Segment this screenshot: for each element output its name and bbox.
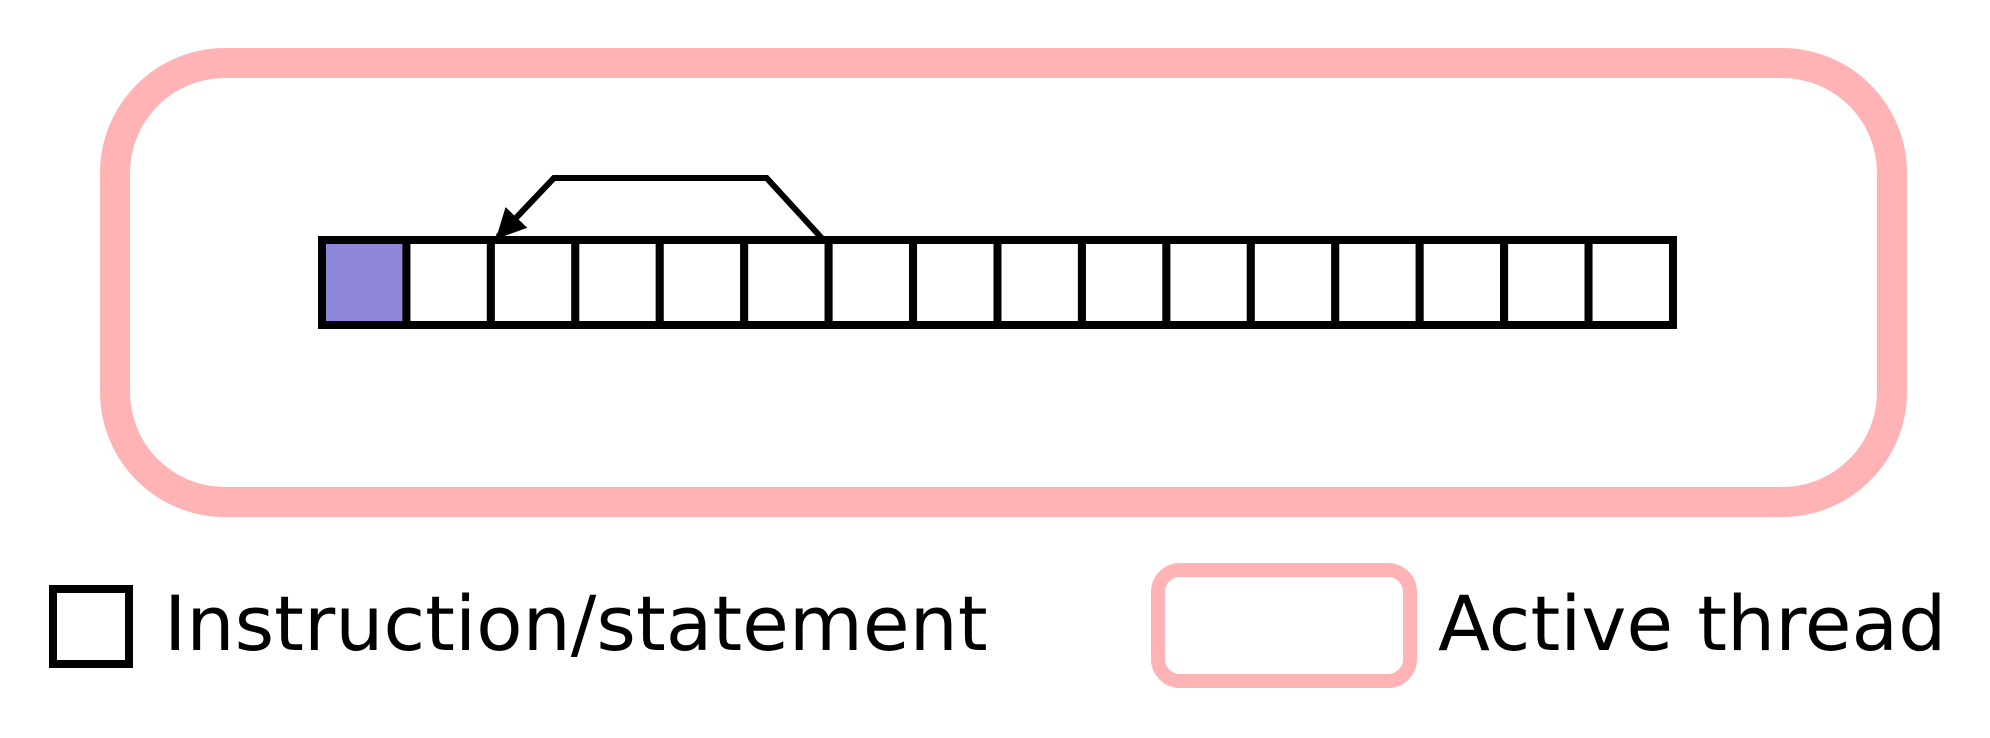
instruction-cell [486, 236, 580, 329]
instruction-cell [824, 236, 918, 329]
instruction-cell [571, 236, 664, 329]
instruction-cell [1246, 236, 1340, 329]
instruction-row [318, 236, 1677, 329]
instruction-cell [1500, 236, 1593, 329]
instruction-cell [1162, 236, 1255, 329]
instruction-cell [1415, 236, 1509, 329]
instruction-cell [1077, 236, 1171, 329]
instruction-cell [993, 236, 1086, 329]
instruction-cell [909, 236, 1002, 329]
instruction-cell [402, 236, 495, 329]
thread-legend-label: Active thread [1438, 579, 1947, 668]
instruction-cell [1584, 236, 1677, 329]
instruction-cell [740, 236, 833, 329]
instruction-legend-swatch [49, 585, 133, 668]
active-thread-box [100, 48, 1907, 517]
instruction-cell [655, 236, 749, 329]
thread-legend-swatch [1151, 563, 1417, 688]
instruction-cell [1331, 236, 1424, 329]
branch-arrow [495, 175, 824, 241]
instruction-cell-active [318, 236, 411, 329]
instruction-legend-label: Instruction/statement [164, 579, 988, 668]
